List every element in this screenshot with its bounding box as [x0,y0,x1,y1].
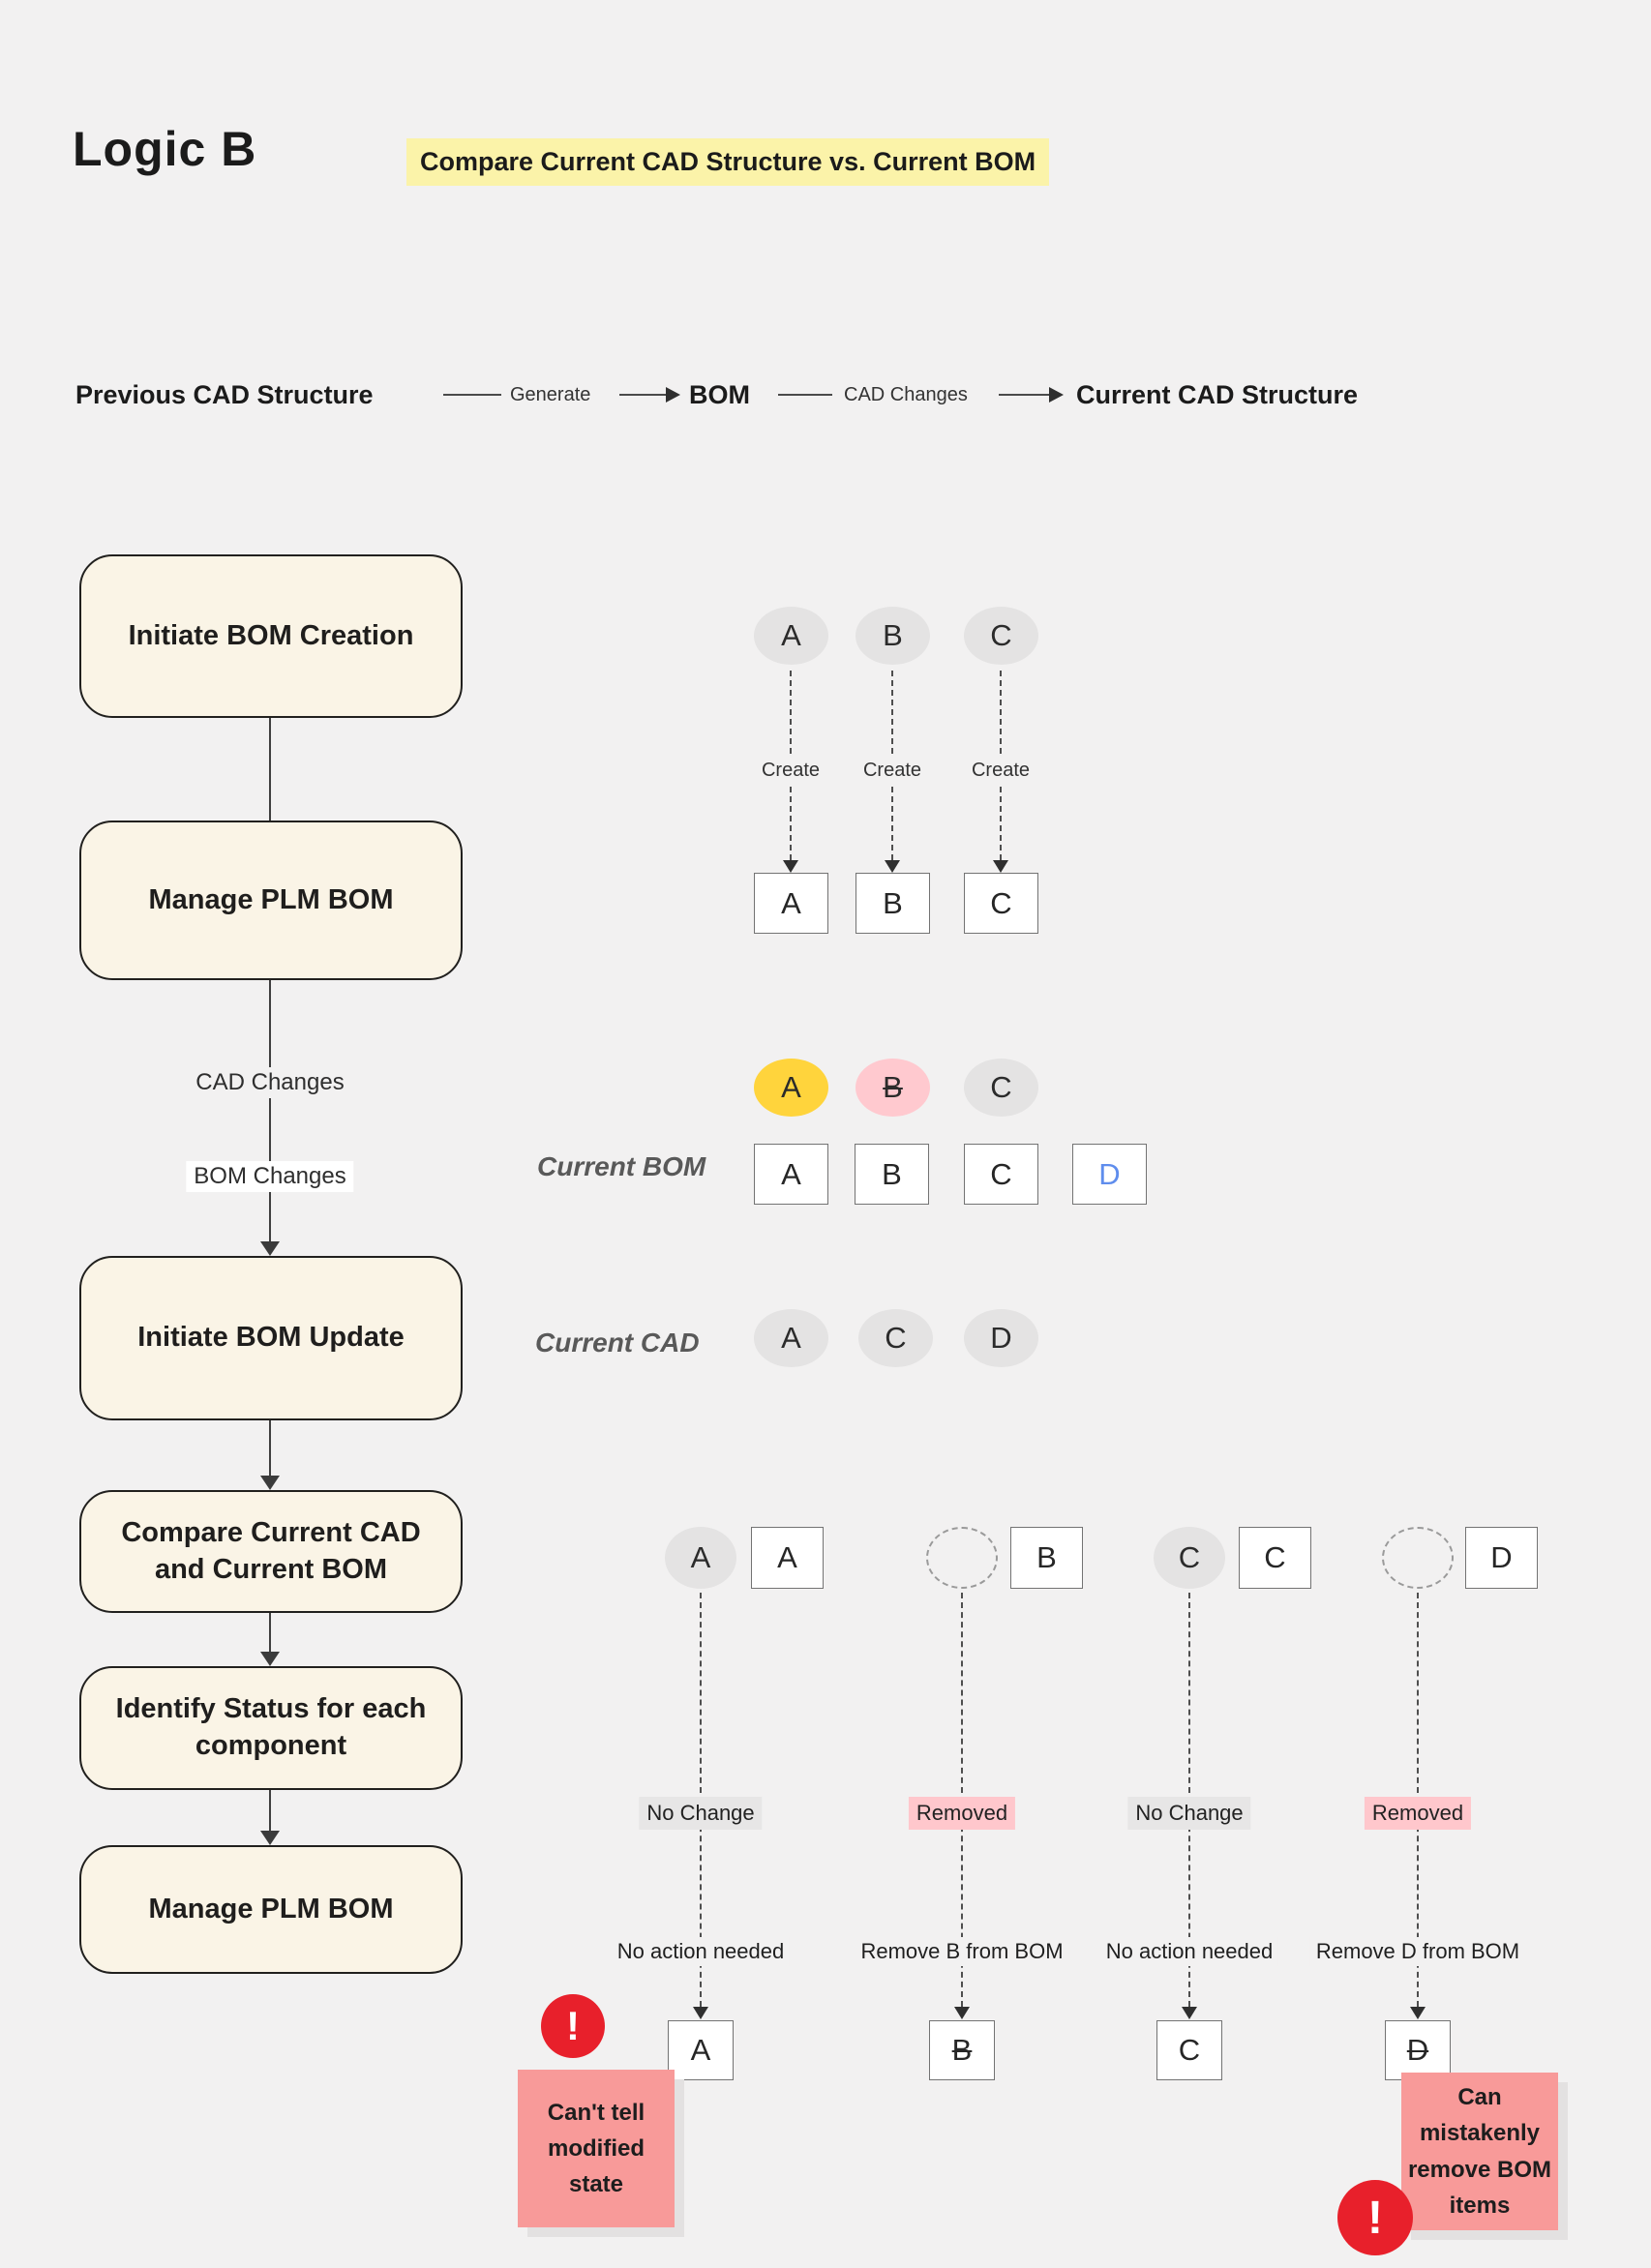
current-bom-item-d-new: D [1072,1144,1147,1205]
cad-node-a: A [754,607,828,665]
warning-icon: ! [1337,2180,1413,2255]
connector-line [269,718,271,821]
process-step-compare-cad-bom: Compare Current CAD and Current BOM [79,1490,463,1613]
arrow-right-icon [1049,387,1064,403]
arrow-down-icon [260,1241,280,1256]
edge-label-bom-changes: BOM Changes [186,1161,354,1192]
create-label: Create [757,758,825,784]
note-cant-tell-modified-state: Can't tell modified state [518,2070,675,2227]
arrow-down-icon [993,860,1008,873]
arrow-down-icon [885,860,900,873]
action-remove-d: Remove D from BOM [1309,1937,1526,1966]
action-remove-b: Remove B from BOM [855,1937,1069,1966]
result-item-c: C [1156,2020,1222,2080]
edge-label-cad-changes: CAD Changes [188,1067,352,1098]
arrow-down-icon [260,1831,280,1845]
bom-item-a: A [754,873,828,934]
flow-header-generate-label: Generate [510,384,591,405]
flow-header-line [999,394,1049,396]
arrow-down-icon [260,1476,280,1490]
current-cad-node-a: A [754,1309,828,1367]
process-step-initiate-bom-update: Initiate BOM Update [79,1256,463,1420]
current-cad-row-label: Current CAD [535,1328,700,1358]
action-no-action-1: No action needed [611,1937,791,1966]
result-item-b-removed: B [929,2020,995,2080]
process-step-identify-status: Identify Status for each component [79,1666,463,1790]
arrow-down-icon [1182,2007,1197,2019]
connector-line [269,1420,271,1477]
page-title: Logic B [73,122,257,176]
note-can-mistakenly-remove: Can mistakenly remove BOM items [1401,2073,1558,2230]
arrow-down-icon [260,1652,280,1666]
compare-cad-node-missing-b [926,1527,998,1589]
cad-node-c: C [964,607,1038,665]
current-bom-row-label: Current BOM [537,1151,706,1181]
cad-node-b: B [856,607,930,665]
status-no-change-1: No Change [639,1797,763,1830]
current-cad-node-d: D [964,1309,1038,1367]
arrow-down-icon [783,860,798,873]
arrow-right-icon [666,387,680,403]
arrow-down-icon [1410,2007,1426,2019]
current-bom-item-a: A [754,1144,828,1205]
connector-line [269,1613,271,1654]
process-step-manage-plm-bom-2: Manage PLM BOM [79,1845,463,1974]
status-no-change-2: No Change [1127,1797,1251,1830]
flow-header-line [619,394,666,396]
connector-line [269,980,271,1243]
flow-header-line [443,394,501,396]
compare-bom-item-c: C [1239,1527,1311,1589]
create-label: Create [858,758,926,784]
status-removed-1: Removed [908,1797,1016,1830]
status-removed-2: Removed [1364,1797,1472,1830]
bom-item-b: B [856,873,930,934]
page-subtitle: Compare Current CAD Structure vs. Curren… [406,138,1050,186]
compare-cad-node-a: A [665,1527,736,1589]
create-label: Create [967,758,1035,784]
process-step-manage-plm-bom-1: Manage PLM BOM [79,821,463,980]
flow-header-cad-changes-label: CAD Changes [844,384,968,405]
flow-header-current-cad: Current CAD Structure [1076,380,1359,409]
result-item-d-removed: D [1385,2020,1451,2080]
arrow-down-icon [693,2007,708,2019]
bom-item-c: C [964,873,1038,934]
action-no-action-2: No action needed [1099,1937,1279,1966]
current-bom-item-b: B [855,1144,929,1205]
cad-node-c-unchanged: C [964,1059,1038,1117]
compare-bom-item-b: B [1010,1527,1083,1589]
cad-node-b-removed: B [856,1059,930,1117]
flow-header-previous-cad: Previous CAD Structure [75,380,374,409]
cad-node-a-modified: A [754,1059,828,1117]
result-item-a: A [668,2020,734,2080]
flow-header-line [778,394,832,396]
connector-line [269,1790,271,1833]
arrow-down-icon [954,2007,970,2019]
compare-bom-item-d: D [1465,1527,1538,1589]
flow-header-bom: BOM [689,380,750,409]
current-cad-node-c: C [858,1309,933,1367]
process-step-initiate-bom-creation: Initiate BOM Creation [79,554,463,718]
compare-bom-item-a: A [751,1527,824,1589]
warning-icon: ! [541,1994,605,2058]
current-bom-item-c: C [964,1144,1038,1205]
compare-cad-node-c: C [1154,1527,1225,1589]
compare-cad-node-missing-d [1382,1527,1454,1589]
